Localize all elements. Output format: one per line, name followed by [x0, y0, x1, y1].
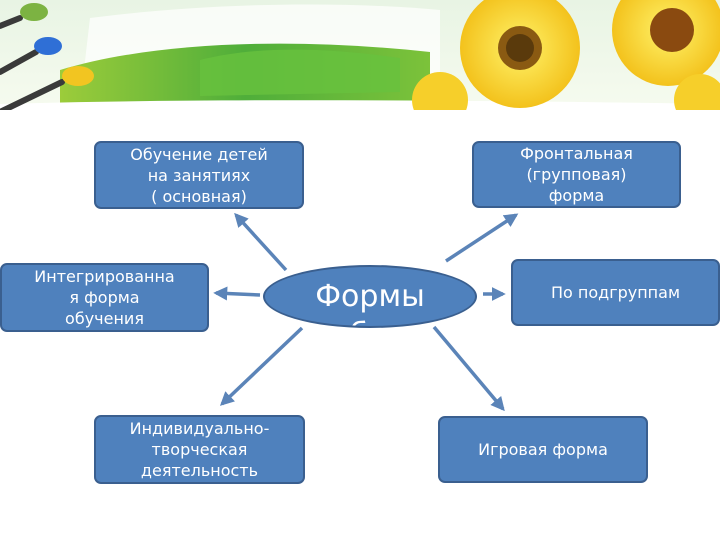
node-bottom-right-label: Игровая форма — [478, 440, 608, 459]
arrow-bottom-left — [219, 326, 304, 406]
node-top-right-label: Фронтальная (групповая) форма — [520, 144, 633, 205]
node-middle-left: Интегрированна я форма обучения — [0, 263, 209, 332]
arrow-bottom-right — [432, 325, 505, 412]
node-middle-left-label: Интегрированна я форма обучения — [34, 267, 175, 328]
center-label: Формы работы — [312, 279, 427, 326]
node-middle-right-label: По подгруппам — [550, 283, 681, 302]
node-bottom-left: Индивидуально- творческая деятельность — [94, 415, 305, 484]
arrow-top-right — [445, 213, 519, 263]
node-top-left: Обучение детей на занятиях ( основная) — [94, 141, 304, 209]
node-middle-right: По подгруппам — [511, 259, 720, 326]
header-banner-image — [0, 0, 720, 110]
node-bottom-left-label: Индивидуально- творческая деятельность — [129, 419, 270, 480]
node-top-right: Фронтальная (групповая) форма — [472, 141, 681, 208]
center-node: Формы работы — [263, 265, 477, 328]
arrow-top-left — [234, 212, 288, 272]
arrow-middle-left — [213, 286, 261, 301]
node-top-left-label: Обучение детей на занятиях ( основная) — [130, 144, 268, 206]
node-bottom-right: Игровая форма — [438, 416, 648, 483]
